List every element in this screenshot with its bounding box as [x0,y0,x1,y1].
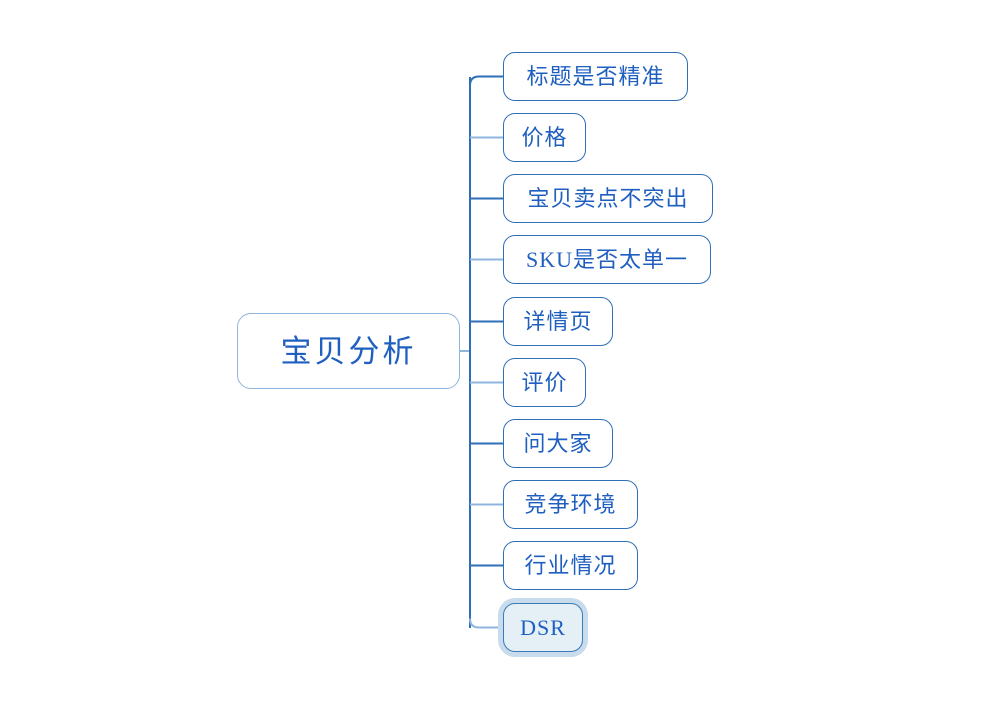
branch-node-label: 竞争环境 [524,491,617,517]
branch-node-label: 详情页 [523,308,593,334]
branch-node-1[interactable]: 标题是否精准 [503,52,688,101]
branch-node-5[interactable]: 详情页 [503,297,613,346]
branch-node-label: 行业情况 [524,552,617,578]
connector-branch-10 [469,618,503,629]
connector-branch-1 [469,75,503,86]
branch-node-2[interactable]: 价格 [503,113,586,162]
branch-node-label: SKU是否太单一 [525,246,688,272]
branch-node-9[interactable]: 行业情况 [503,541,638,590]
branch-node-label: 宝贝卖点不突出 [527,185,689,211]
branch-node-3[interactable]: 宝贝卖点不突出 [503,174,713,223]
branch-node-label: DSR [520,614,566,640]
branch-node-8[interactable]: 竞争环境 [503,480,638,529]
root-node[interactable]: 宝贝分析 [237,313,460,389]
branch-node-7[interactable]: 问大家 [503,419,613,468]
branch-node-6[interactable]: 评价 [503,358,586,407]
branch-node-label: 问大家 [523,430,593,456]
branch-node-label: 评价 [521,369,568,395]
branch-node-4[interactable]: SKU是否太单一 [503,235,711,284]
root-node-label: 宝贝分析 [280,333,417,369]
branch-node-label: 价格 [521,124,568,150]
branch-node-10[interactable]: DSR [503,603,583,652]
branch-node-label: 标题是否精准 [526,63,665,89]
